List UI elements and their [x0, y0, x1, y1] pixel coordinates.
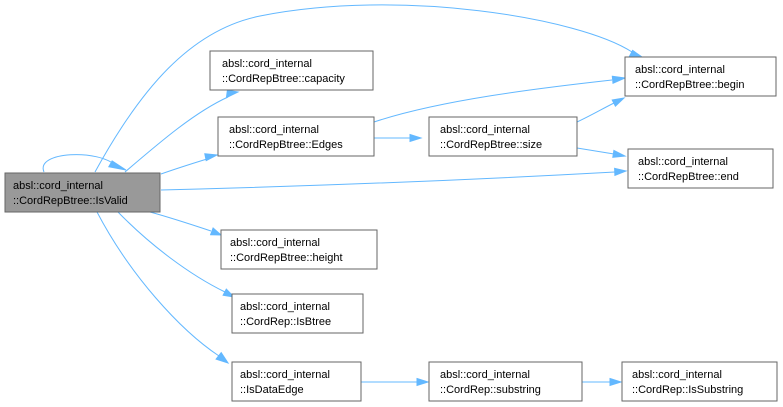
node-issubstring[interactable]: absl::cord_internal ::CordRep::IsSubstri…	[621, 361, 778, 402]
edge-size-begin	[576, 102, 615, 123]
node-isvalid-line1: absl::cord_internal	[13, 180, 103, 192]
node-isbtree-line2: ::CordRep::IsBtree	[240, 316, 331, 328]
node-begin-line1: absl::cord_internal	[635, 64, 725, 76]
node-isvalid-line2: ::CordRepBtree::IsValid	[13, 195, 128, 207]
node-size-line1: absl::cord_internal	[440, 124, 530, 136]
edge-isvalid-edges-arrowhead	[204, 153, 219, 162]
edge-size-end	[576, 147, 615, 155]
node-capacity-line1: absl::cord_internal	[222, 58, 312, 70]
node-isbtree-line1: absl::cord_internal	[240, 301, 330, 313]
edge-isvalid-isdataedge	[96, 211, 220, 357]
edge-isvalid-isbtree	[117, 211, 226, 293]
node-height[interactable]: absl::cord_internal ::CordRepBtree::heig…	[220, 229, 378, 270]
edge-isvalid-isvalid-arrowhead	[108, 160, 127, 171]
edge-isvalid-edges	[160, 158, 208, 175]
node-edges-line1: absl::cord_internal	[229, 124, 319, 136]
edge-substring-issubstring-arrowhead	[609, 377, 623, 387]
edge-size-begin-arrowhead	[611, 97, 626, 108]
edge-isvalid-capacity	[124, 96, 229, 173]
node-edges-line2: ::CordRepBtree::Edges	[229, 139, 343, 151]
node-end-line1: absl::cord_internal	[638, 156, 728, 168]
edge-isvalid-height-arrowhead	[209, 227, 223, 236]
node-edges[interactable]: absl::cord_internal ::CordRepBtree::Edge…	[217, 116, 375, 157]
node-substring-line1: absl::cord_internal	[440, 369, 530, 381]
node-issubstring-line2: ::CordRep::IsSubstring	[632, 384, 743, 396]
edge-isvalid-capacity-arrowhead	[225, 89, 240, 99]
node-substring[interactable]: absl::cord_internal ::CordRep::substring	[428, 361, 583, 402]
edges	[42, 4, 644, 387]
edge-isvalid-begin	[94, 4, 633, 173]
node-isdataedge-line1: absl::cord_internal	[240, 369, 330, 381]
node-height-line1: absl::cord_internal	[230, 237, 320, 249]
edge-isvalid-end	[160, 171, 616, 191]
edge-isdataedge-substring-arrowhead	[416, 377, 430, 387]
nodes: absl::cord_internal ::CordRepBtree::IsVa…	[4, 50, 778, 402]
node-end-line2: ::CordRepBtree::end	[638, 171, 739, 183]
edge-isvalid-isdataedge-arrowhead	[215, 351, 230, 364]
node-isbtree[interactable]: absl::cord_internal ::CordRep::IsBtree	[231, 293, 364, 334]
node-capacity[interactable]: absl::cord_internal ::CordRepBtree::capa…	[209, 50, 374, 91]
node-isvalid[interactable]: absl::cord_internal ::CordRepBtree::IsVa…	[4, 172, 161, 213]
edge-edges-begin	[373, 79, 613, 123]
node-substring-line2: ::CordRep::substring	[440, 384, 541, 396]
node-end[interactable]: absl::cord_internal ::CordRepBtree::end	[627, 148, 774, 189]
node-begin[interactable]: absl::cord_internal ::CordRepBtree::begi…	[624, 56, 777, 97]
node-begin-line2: ::CordRepBtree::begin	[635, 79, 744, 91]
node-isdataedge-line2: ::IsDataEdge	[240, 384, 304, 396]
edge-edges-begin-arrowhead	[611, 75, 627, 85]
edge-isvalid-isvalid	[42, 154, 117, 173]
node-issubstring-line1: absl::cord_internal	[632, 369, 722, 381]
node-size-line2: ::CordRepBtree::size	[440, 139, 542, 151]
edge-isvalid-isbtree-arrowhead	[222, 288, 236, 298]
edge-edges-size-arrowhead	[409, 133, 423, 143]
node-size[interactable]: absl::cord_internal ::CordRepBtree::size	[428, 116, 578, 157]
node-height-line2: ::CordRepBtree::height	[230, 252, 343, 264]
edge-isvalid-height	[149, 211, 212, 232]
node-isdataedge[interactable]: absl::cord_internal ::IsDataEdge	[231, 361, 362, 402]
node-capacity-line2: ::CordRepBtree::capacity	[222, 73, 345, 85]
edge-size-end-arrowhead	[612, 149, 627, 158]
edge-isvalid-end-arrowhead	[614, 167, 628, 177]
